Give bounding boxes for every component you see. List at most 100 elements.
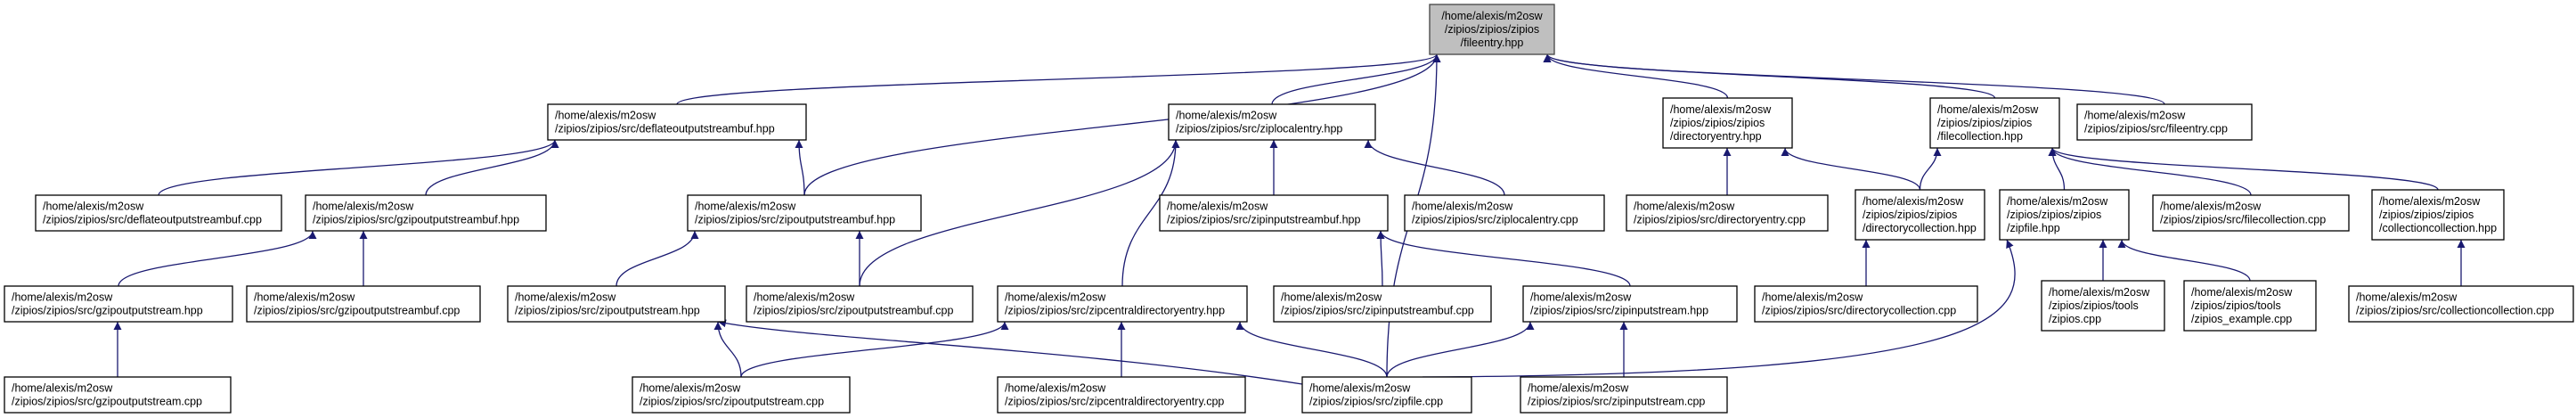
node-label-line: /zipios/zipios/src/directorycollection.c…: [1762, 305, 1956, 317]
dependency-edge: [803, 53, 1441, 196]
node-label-line: /zipios/zipios/zipios: [1670, 117, 1765, 129]
file-node[interactable]: /home/alexis/m2osw/zipios/zipios/src/zip…: [687, 194, 922, 232]
node-label-line: /home/alexis/m2osw: [1937, 103, 2039, 116]
file-node[interactable]: /home/alexis/m2osw/zipios/zipios/tools/z…: [2183, 280, 2317, 332]
node-label-line: /zipios/zipios/src/zipoutputstream.hpp: [515, 305, 700, 317]
dependency-edge: [2117, 239, 2251, 282]
edge-arrow: [1781, 147, 1921, 191]
node-label-line: /zipios/zipios/src/zipoutputstreambuf.cp…: [754, 305, 953, 317]
file-node[interactable]: /home/alexis/m2osw/zipios/zipios/zipios/…: [1929, 97, 2060, 149]
node-label-line: /home/alexis/m2osw: [640, 382, 741, 395]
file-node[interactable]: /home/alexis/m2osw/zipios/zipios/src/zip…: [1404, 194, 1605, 232]
dependency-edge: [1271, 53, 1441, 105]
file-node[interactable]: /home/alexis/m2osw/zipios/zipios/src/zip…: [632, 376, 851, 414]
file-node[interactable]: /home/alexis/m2osw/zipios/zipios/tools/z…: [2041, 280, 2165, 332]
file-node[interactable]: /home/alexis/m2osw/zipios/zipios/src/gzi…: [4, 376, 232, 414]
node-label-line: /zipios/zipios/zipios: [2379, 209, 2474, 221]
node-label-line: /filecollection.hpp: [1937, 130, 2023, 143]
dependency-edge: [1919, 147, 1942, 191]
file-node[interactable]: /home/alexis/m2osw/zipios/zipios/zipios/…: [1999, 189, 2130, 241]
file-node[interactable]: /home/alexis/m2osw/zipios/zipios/src/zip…: [507, 285, 726, 323]
node-label-line: /home/alexis/m2osw: [1762, 291, 1863, 304]
node-box: [4, 285, 233, 323]
node-box: [1754, 285, 1978, 323]
file-node[interactable]: /home/alexis/m2osw/zipios/zipios/src/zip…: [746, 285, 974, 323]
node-label-line: /zipios/zipios/src/zipoutputstreambuf.hp…: [695, 214, 895, 226]
node-box: [1159, 194, 1389, 232]
dependency-edge: [1235, 321, 1388, 378]
node-box: [2371, 189, 2505, 241]
file-node[interactable]: /home/alexis/m2osw/zipios/zipios/src/zip…: [997, 285, 1248, 323]
edge-arrow: [615, 230, 699, 287]
file-node[interactable]: /home/alexis/m2osw/zipios/zipios/src/zip…: [1168, 103, 1376, 141]
file-node[interactable]: /home/alexis/m2osw/zipios/zipios/src/zip…: [997, 376, 1246, 414]
node-label-line: /zipios/zipios/src/zipcentraldirectoryen…: [1005, 396, 1224, 408]
node-box: [1522, 285, 1738, 323]
node-box: [1520, 376, 1728, 414]
file-node[interactable]: /home/alexis/m2osw/zipios/zipios/src/gzi…: [246, 285, 481, 323]
node-label-line: /home/alexis/m2osw: [2084, 110, 2186, 122]
node-label-line: /home/alexis/m2osw: [1530, 291, 1632, 304]
file-node[interactable]: /home/alexis/m2osw/zipios/zipios/src/zip…: [1522, 285, 1738, 323]
edge-arrow: [1543, 53, 2165, 105]
file-node[interactable]: /home/alexis/m2osw/zipios/zipios/zipios/…: [1855, 189, 1985, 241]
node-label-line: /home/alexis/m2osw: [2160, 201, 2262, 213]
node-label-line: /home/alexis/m2osw: [555, 110, 656, 122]
node-label-line: /zipios/zipios/tools: [2049, 299, 2139, 312]
file-node[interactable]: /home/alexis/m2osw/zipios/zipios/src/dir…: [1754, 285, 1978, 323]
dependency-edge: [676, 53, 1441, 105]
node-label-line: /home/alexis/m2osw: [1441, 10, 1543, 22]
node-box: [2348, 285, 2574, 323]
node-box: [997, 285, 1248, 323]
node-label-line: /zipios/zipios/src/collectioncollection.…: [2356, 305, 2554, 317]
node-label-line: /directorycollection.hpp: [1863, 222, 1977, 234]
node-label-line: /zipios.cpp: [2049, 313, 2101, 325]
file-node[interactable]: /home/alexis/m2osw/zipios/zipios/src/fil…: [2076, 103, 2253, 141]
node-box: [2152, 194, 2350, 232]
node-label-line: /home/alexis/m2osw: [1167, 201, 1268, 213]
file-node[interactable]: /home/alexis/m2osw/zipios/zipios/src/fil…: [2152, 194, 2350, 232]
file-node[interactable]: /home/alexis/m2osw/zipios/zipios/src/gzi…: [4, 285, 233, 323]
edges-layer: [113, 53, 2466, 385]
node-label-line: /zipios/zipios/src/gzipoutputstreambuf.c…: [254, 305, 460, 317]
file-node[interactable]: /home/alexis/m2osw/zipios/zipios/src/zip…: [1520, 376, 1728, 414]
node-label-line: /zipios/zipios/src/zipfile.cpp: [1309, 396, 1443, 408]
file-node[interactable]: /home/alexis/m2osw/zipios/zipios/src/col…: [2348, 285, 2574, 323]
node-box: [1662, 97, 1793, 149]
node-box: [2183, 280, 2317, 332]
root-file-node[interactable]: /home/alexis/m2osw/zipios/zipios/zipios/…: [1429, 4, 1555, 55]
dependency-edge: [740, 321, 1009, 378]
edge-arrow: [1376, 230, 1385, 287]
node-label-line: /home/alexis/m2osw: [12, 382, 113, 395]
node-label-line: /zipios/zipios/src/zipinputstream.hpp: [1530, 305, 1708, 317]
node-label-line: /zipios/zipios/src/deflateoutputstreambu…: [43, 214, 262, 226]
node-label-line: /zipios/zipios/src/deflateoutputstreambu…: [555, 123, 775, 135]
edge-arrow: [713, 321, 742, 378]
edge-arrow: [1271, 53, 1441, 105]
file-node[interactable]: /home/alexis/m2osw/zipios/zipios/src/def…: [35, 194, 282, 232]
file-node[interactable]: /home/alexis/m2osw/zipios/zipios/zipios/…: [2371, 189, 2505, 241]
file-node[interactable]: /home/alexis/m2osw/zipios/zipios/src/zip…: [1301, 376, 1472, 414]
node-label-line: /zipios/zipios/zipios: [2007, 209, 2101, 221]
file-node[interactable]: /home/alexis/m2osw/zipios/zipios/src/dir…: [1626, 194, 1829, 232]
node-label-line: /home/alexis/m2osw: [254, 291, 355, 304]
edge-arrow: [859, 139, 1180, 287]
file-node[interactable]: /home/alexis/m2osw/zipios/zipios/zipios/…: [1662, 97, 1793, 149]
node-box: [305, 194, 547, 232]
node-label-line: /zipios/zipios/src/filecollection.cpp: [2160, 214, 2326, 226]
file-node[interactable]: /home/alexis/m2osw/zipios/zipios/src/zip…: [1273, 285, 1492, 323]
edge-arrow: [717, 319, 1303, 385]
dependency-edge: [1422, 239, 2016, 378]
file-node[interactable]: /home/alexis/m2osw/zipios/zipios/src/def…: [547, 103, 807, 141]
dependency-edge: [2048, 147, 2439, 191]
file-node[interactable]: /home/alexis/m2osw/zipios/zipios/src/gzi…: [305, 194, 547, 232]
node-box: [1929, 97, 2060, 149]
dependency-edge: [717, 319, 1303, 385]
edge-arrow: [1543, 53, 1729, 99]
dependency-edge: [1386, 321, 1535, 378]
dependency-edge: [1543, 53, 2165, 105]
file-node[interactable]: /home/alexis/m2osw/zipios/zipios/src/zip…: [1159, 194, 1389, 232]
node-box: [746, 285, 974, 323]
node-label-line: /zipios/zipios/src/gzipoutputstream.cpp: [12, 396, 202, 408]
node-box: [1429, 4, 1555, 55]
